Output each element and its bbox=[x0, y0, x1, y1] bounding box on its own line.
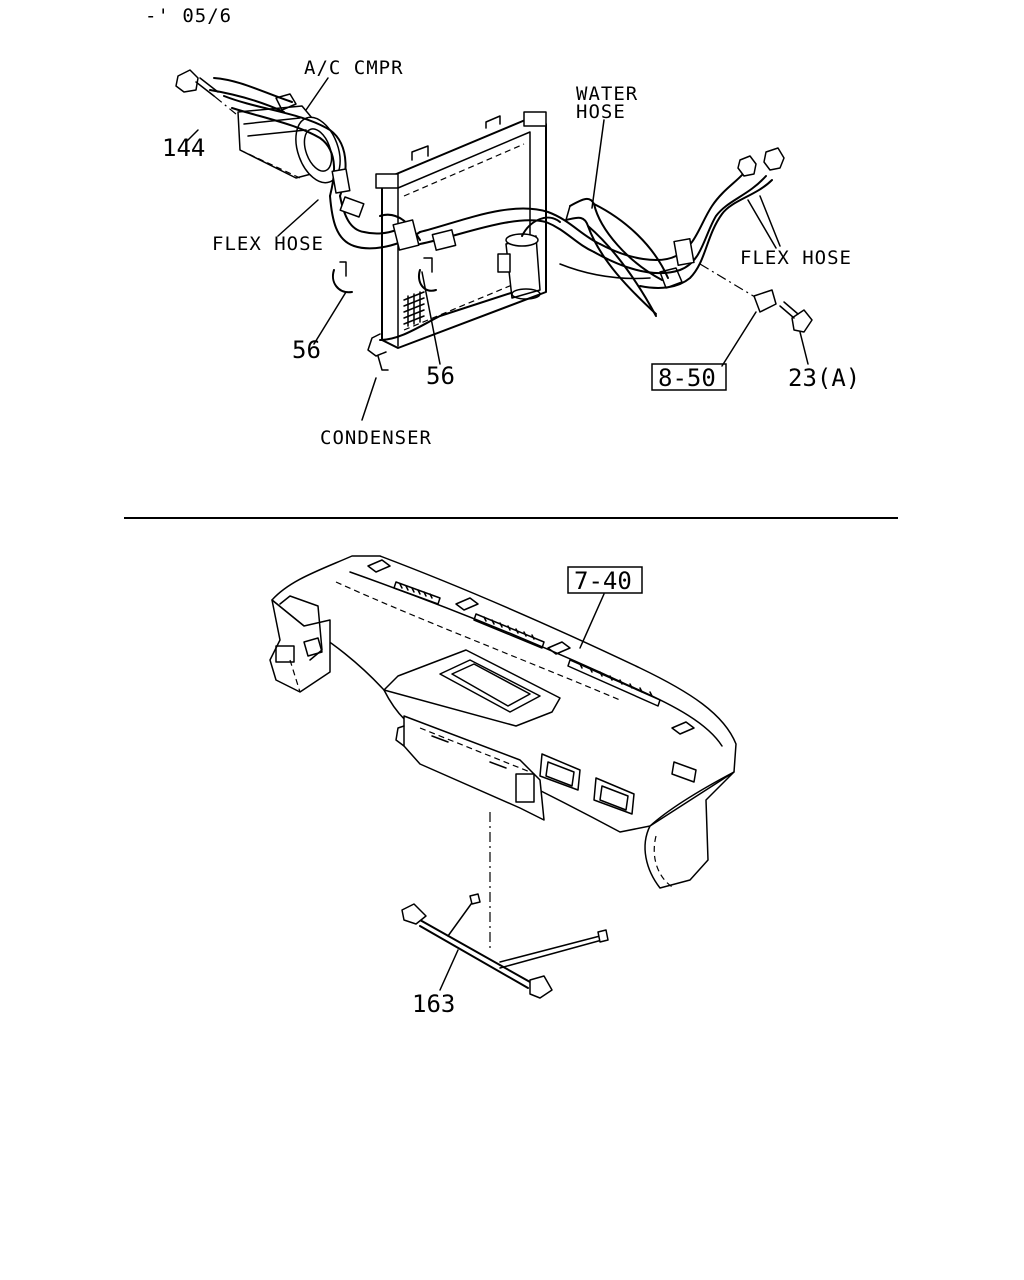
right-flex-hoses-drawing bbox=[593, 147, 785, 289]
main-hose-bundle-drawing bbox=[379, 207, 601, 253]
condenser-fins bbox=[403, 291, 425, 327]
receiver-dryer-drawing bbox=[497, 216, 561, 300]
clip-56-right-drawing bbox=[418, 257, 437, 292]
wiring-harness-drawing bbox=[401, 812, 609, 999]
ac-plumbing-assembly: A/C CMPR 144 WATER HOSE FLEX HOSE FLEX H… bbox=[162, 57, 860, 449]
flex-hose-label-left: FLEX HOSE bbox=[212, 233, 324, 255]
diagram-code: -' 05/6 bbox=[145, 5, 232, 27]
part-number-56-left: 56 bbox=[292, 336, 321, 364]
bolt-144-drawing bbox=[175, 69, 237, 115]
part-number-56-right: 56 bbox=[426, 362, 455, 390]
part-number-144: 144 bbox=[162, 134, 205, 162]
part-number-163: 163 bbox=[412, 990, 455, 1018]
ref-box-7-40[interactable] bbox=[567, 566, 643, 594]
water-hose-label-line1: WATER bbox=[576, 83, 638, 105]
instrument-panel-drawing bbox=[269, 555, 737, 889]
instrument-panel-assembly: 7-40 163 bbox=[269, 555, 737, 1018]
ac-compressor-drawing bbox=[237, 93, 341, 184]
leader-7-40 bbox=[579, 593, 605, 649]
bracket-bolt-23a-drawing bbox=[699, 263, 813, 333]
ref-label-7-40[interactable]: 7-40 bbox=[574, 567, 632, 595]
water-hose-label-line2: HOSE bbox=[576, 101, 626, 123]
upper-leader-lines bbox=[185, 77, 809, 421]
clip-56-left-drawing bbox=[332, 261, 353, 294]
ref-label-8-50[interactable]: 8-50 bbox=[658, 364, 716, 392]
ac-compressor-label: A/C CMPR bbox=[304, 57, 404, 79]
ref-box-8-50[interactable] bbox=[651, 363, 727, 391]
condenser-label: CONDENSER bbox=[320, 427, 432, 449]
flex-hose-label-right: FLEX HOSE bbox=[740, 247, 852, 269]
part-number-23a: 23(A) bbox=[788, 364, 860, 392]
water-hose-drawing bbox=[559, 198, 669, 317]
